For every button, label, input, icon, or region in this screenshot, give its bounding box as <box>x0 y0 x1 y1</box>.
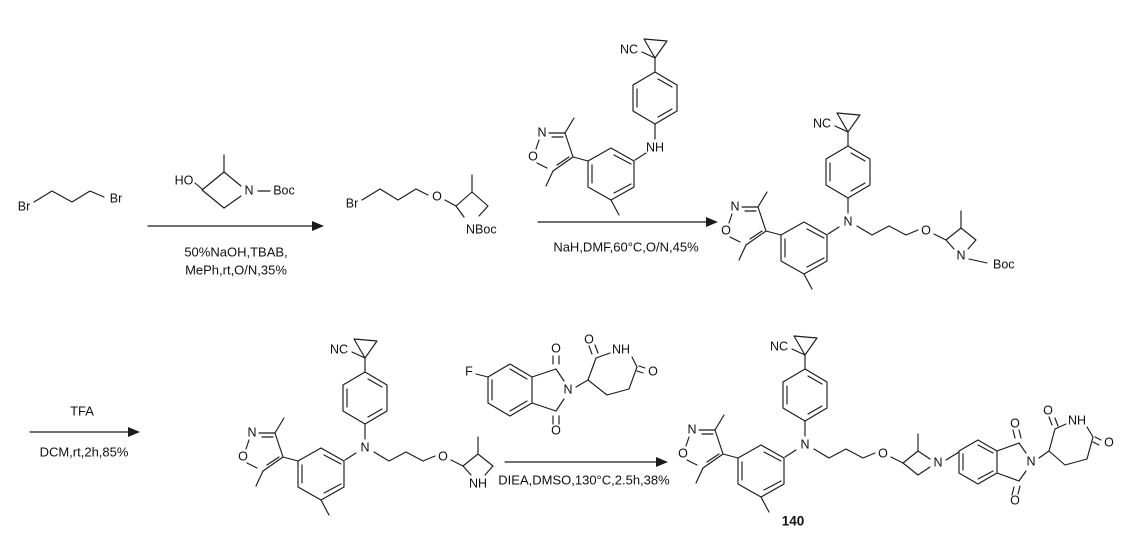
atom-label-carbonyl-o-top: O <box>1010 416 1020 430</box>
step3-arrowhead <box>128 427 140 437</box>
azetidine-ring-bonds <box>201 171 242 209</box>
glutarimide-carbonyl-right-double-bond <box>1092 436 1102 446</box>
atom-label-azetidine-n: N <box>244 183 253 197</box>
atom-label-ether-o: O <box>878 446 888 460</box>
atom-label-nboc: NBoc <box>466 222 497 236</box>
carbonyl-top-double-bond <box>1012 429 1022 439</box>
azetidine-ring-bonds <box>462 453 494 476</box>
step1-conditions-line2: MePh,rt,O/N,35% <box>185 262 287 277</box>
azetidine-ring-bonds <box>945 227 977 250</box>
atom-label-glutarimide-nh: NH <box>612 342 630 356</box>
n-to-glutarimide-bond <box>1038 450 1050 459</box>
atom-label-br: Br <box>346 196 359 210</box>
atom-label-carbonyl-o-bottom: O <box>1010 493 1020 507</box>
atom-label-carbonyl-o-top: O <box>551 341 561 355</box>
azetidine-ring-bonds <box>902 450 931 476</box>
benzene-ring-bonds <box>487 363 533 417</box>
propyl-chain-bonds <box>373 451 436 462</box>
propyl-chain-bonds <box>856 225 919 236</box>
o-to-azetidine-bond <box>450 459 464 467</box>
step1-arrow-group: 50%NaOH,TBAB, MePh,rt,O/N,35% <box>147 221 324 277</box>
atom-label-ho: HO <box>175 173 194 187</box>
reagent-fluoro-thalidomide: F O N O O NH O <box>465 332 658 437</box>
n-to-glutarimide-bond <box>575 379 589 388</box>
atom-label-amine-n: N <box>843 214 852 228</box>
benzene-ring-inner-bonds <box>491 368 528 412</box>
step4-arrowhead <box>656 457 668 467</box>
ho-bond <box>194 182 203 190</box>
atom-label-amine-n: N <box>800 437 809 451</box>
molecule-dibromopropane: Br Br <box>18 190 123 213</box>
o-to-azetidine-bond <box>933 233 947 241</box>
propane-chain-bonds <box>33 190 105 203</box>
atom-label-br-left: Br <box>18 199 31 213</box>
step1-conditions-line1: 50%NaOH,TBAB, <box>184 244 287 259</box>
step3-reagent-label: TFA <box>70 403 94 418</box>
glutarimide-carbonyl-top-double-bond <box>588 344 599 355</box>
atom-label-boc: Boc <box>273 183 295 197</box>
atom-label-glutarimide-o-right: O <box>1104 435 1114 449</box>
atom-label-br-right: Br <box>110 191 123 205</box>
molecule-bromopropoxy-azetidine-boc: Br O NBoc <box>346 174 497 236</box>
atom-label-glutarimide-o-right: O <box>648 364 658 378</box>
product-nh-intermediate: N O NH <box>237 338 494 516</box>
step2-arrow-group: NaH,DMF,60°C,O/N,45% <box>537 217 718 254</box>
glutarimide-ring-bonds <box>1048 423 1094 466</box>
atom-label-imide-n: N <box>563 382 572 396</box>
atom-label-amine-n: N <box>360 440 369 454</box>
product-boc-intermediate: N O N Boc <box>720 112 1015 290</box>
atom-label-nh: NH <box>646 140 664 154</box>
f-bond <box>475 373 489 378</box>
glutarimide-carbonyl-right-double-bond <box>636 365 646 374</box>
atom-label-azetidine-nh: NH <box>469 476 487 490</box>
benzene-ring-bonds <box>958 439 998 485</box>
propyl-chain-bonds <box>361 188 429 201</box>
benzene-ring-inner-bonds <box>962 444 994 480</box>
atom-label-ether-o: O <box>438 449 448 463</box>
atom-label-azetidine-n: N <box>956 248 965 262</box>
product-140: N O N O N O O NH O <box>677 335 1114 513</box>
atom-label-f: F <box>465 364 473 378</box>
step4-arrow-group: DIEA,DMSO,130°C,2.5h,38% <box>498 457 670 487</box>
carbonyl-bottom-double-bond <box>552 415 560 425</box>
compound-number-label: 140 <box>782 514 805 529</box>
glutarimide-ring-bonds <box>587 352 638 396</box>
azetidine-ring-bonds <box>455 191 489 218</box>
atom-label-ether-o: O <box>432 189 442 203</box>
atom-label-imide-n: N <box>1026 454 1035 468</box>
step1-arrowhead <box>312 221 324 231</box>
atom-label-boc: Boc <box>993 257 1015 271</box>
carbonyl-top-double-bond <box>552 355 560 365</box>
atom-label-glutarimide-o-top: O <box>584 332 594 346</box>
step2-conditions-line1: NaH,DMF,60°C,O/N,45% <box>553 239 699 254</box>
o-to-azetidine-bond <box>444 199 457 207</box>
atom-label-ether-o: O <box>921 223 931 237</box>
n-boc-bond <box>968 258 988 264</box>
atom-label-glutarimide-o-top: O <box>1043 403 1053 417</box>
step4-conditions-line1: DIEA,DMSO,130°C,2.5h,38% <box>498 472 670 487</box>
atom-label-carbonyl-o-bottom: O <box>551 423 561 437</box>
carbonyl-bottom-double-bond <box>1011 485 1021 496</box>
step2-arrowhead <box>706 217 718 227</box>
step3-arrow-group: TFA DCM,rt,2h,85% <box>29 403 140 459</box>
propyl-chain-bonds <box>813 448 876 459</box>
reagent-aniline: NH <box>527 38 678 216</box>
step3-conditions-line1: DCM,rt,2h,85% <box>40 444 129 459</box>
imide-ring-bonds <box>996 442 1027 482</box>
atom-label-glutarimide-nh: NH <box>1068 413 1086 427</box>
atom-label-azetidine-n: N <box>933 455 942 469</box>
glutarimide-carbonyl-top-double-bond <box>1048 416 1059 427</box>
imide-ring-bonds <box>531 368 565 412</box>
reagent-azetidinol-boc: HO N Boc <box>175 154 295 209</box>
o-to-azetidine-bond <box>890 456 904 464</box>
azetidine-n-to-benzene-bond <box>945 451 960 461</box>
